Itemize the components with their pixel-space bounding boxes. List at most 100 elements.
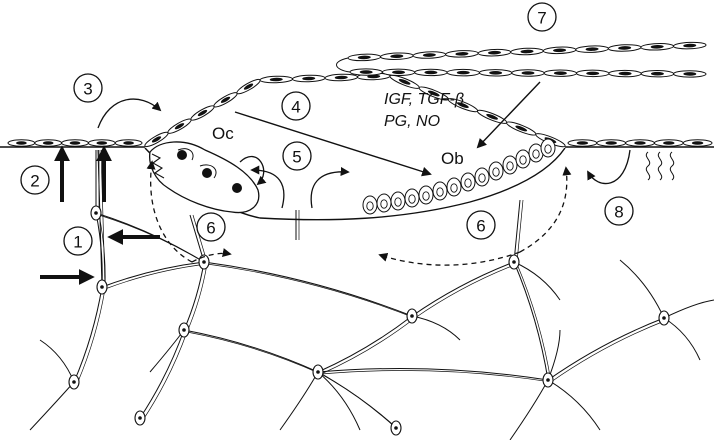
svg-text:5: 5 [292, 148, 301, 167]
canaliculus [204, 262, 412, 316]
dendrite [280, 372, 318, 430]
canaliculus [187, 264, 207, 332]
canaliculus [318, 316, 412, 372]
lining-cell-nucleus [605, 141, 617, 145]
lining-cell-nucleus [577, 141, 589, 145]
factors-line-2: PG, NO [384, 113, 440, 130]
canaliculus [318, 369, 548, 380]
osteocyte-network [30, 150, 714, 440]
step-badge-1: 1 [64, 227, 92, 255]
canaliculus [184, 262, 204, 330]
step-badge-3: 3 [74, 74, 102, 102]
svg-text:1: 1 [73, 233, 82, 252]
osteoblast-nucleus [437, 188, 443, 196]
step-badge-7: 7 [528, 3, 556, 31]
canaliculus [140, 330, 184, 418]
fluid-flow-mark [670, 152, 673, 180]
dashed-arrow-6-right-left [380, 252, 520, 265]
svg-text:8: 8 [614, 203, 623, 222]
dendrite [318, 372, 360, 430]
svg-text:7: 7 [537, 9, 546, 28]
svg-text:2: 2 [30, 172, 39, 191]
osteocyte-nucleus [138, 416, 142, 420]
arrow-3 [98, 99, 160, 128]
osteoclast-nucleus [202, 168, 212, 178]
canopy-cells [143, 73, 566, 149]
osteocyte-nucleus [202, 260, 206, 264]
osteoblast-nucleus [545, 145, 551, 153]
canaliculus [207, 264, 415, 318]
osteocyte-nucleus [512, 260, 516, 264]
fluid-flow-mark [646, 152, 649, 180]
svg-text:4: 4 [291, 98, 300, 117]
canaliculus [102, 262, 204, 287]
canaliculus [143, 332, 187, 420]
canaliculus [99, 215, 207, 264]
canaliculus [551, 320, 667, 382]
svg-text:6: 6 [476, 217, 485, 236]
lining-cell-nucleus [43, 141, 54, 145]
canaliculus [105, 264, 207, 289]
lining-cell-nucleus [96, 141, 107, 145]
lining-cells-right [568, 140, 712, 146]
step-badge-6-right: 6 [467, 211, 495, 239]
arrow-8 [588, 150, 630, 184]
dendrite [664, 318, 700, 360]
canaliculus [321, 374, 399, 430]
step-badge-6-left: 6 [197, 213, 225, 241]
arrow-5-right [311, 172, 348, 208]
dendrite [150, 330, 184, 372]
canaliculus [548, 318, 664, 380]
canaliculus [184, 330, 318, 372]
osteoblast-nucleus [533, 150, 539, 158]
svg-text:3: 3 [83, 80, 92, 99]
dendrite [514, 262, 560, 300]
canaliculus [74, 287, 102, 382]
canaliculus [514, 262, 548, 380]
dendrite [620, 260, 664, 318]
osteoclast-label: Oc [212, 124, 234, 143]
step-badge-5: 5 [283, 142, 311, 170]
osteoblast-nucleus [520, 156, 526, 164]
fluid-flow-mark [658, 152, 661, 180]
factors-line-1: IGF, TGF-β [384, 91, 464, 108]
step-badge-8: 8 [605, 197, 633, 225]
lining-cell-nucleus [634, 141, 646, 145]
osteocyte-nucleus [662, 316, 666, 320]
lining-cells-left [8, 140, 142, 146]
osteocyte-nucleus [546, 378, 550, 382]
osteoblast-nucleus [409, 195, 415, 203]
osteocyte-nucleus [100, 285, 104, 289]
osteoclast-nucleus [232, 183, 242, 193]
canaliculus [415, 264, 517, 318]
osteoblast-nucleus [465, 179, 471, 187]
canaliculus [321, 371, 551, 382]
osteoblast-nucleus [395, 198, 401, 206]
osteoblast-label: Ob [441, 149, 464, 168]
osteocyte-nucleus [94, 211, 98, 215]
osteocyte-nucleus [182, 328, 186, 332]
osteoblast-nucleus [423, 192, 429, 200]
lining-cell-nucleus [70, 141, 81, 145]
lining-cell-nucleus [16, 141, 27, 145]
osteoclast-nucleus [177, 150, 187, 160]
osteoblast-nucleus [451, 184, 457, 192]
dendrite [30, 382, 74, 430]
osteocyte-nucleus [72, 380, 76, 384]
osteocyte-nucleus [394, 426, 398, 430]
osteocyte-nucleus [410, 314, 414, 318]
osteoblast-nucleus [367, 202, 373, 210]
dendrite [412, 316, 460, 340]
osteocyte-nucleus [316, 370, 320, 374]
osteoblast-nucleus [493, 168, 499, 176]
dendrite [510, 380, 548, 440]
osteoblast-nucleus [479, 174, 485, 182]
lining-cell-nucleus [692, 141, 704, 145]
osteoblast-nucleus [381, 200, 387, 208]
canaliculus [318, 372, 396, 428]
step-badge-2: 2 [21, 166, 49, 194]
osteoblast-nucleus [507, 162, 513, 170]
dendrite [664, 300, 714, 318]
lining-cell-nucleus [123, 141, 134, 145]
